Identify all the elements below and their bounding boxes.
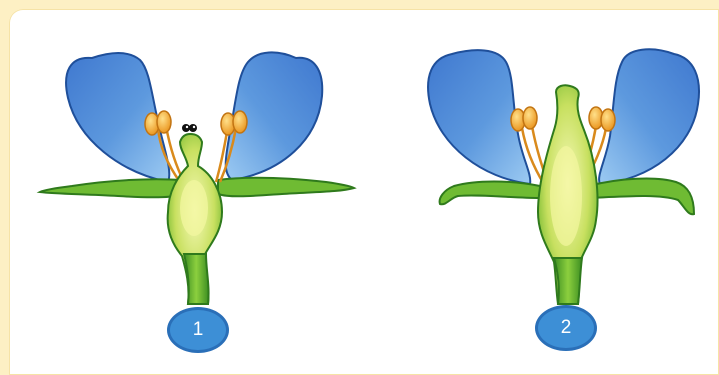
figure-2-label: 2 xyxy=(535,305,597,351)
flower-1-left-sepal xyxy=(40,179,184,197)
flower-1-anthers xyxy=(145,111,247,135)
flower-2-stem xyxy=(554,258,582,304)
flower-1-illustration xyxy=(40,52,354,304)
flower-1-pollen-grains xyxy=(182,124,197,132)
figure-1-label: 1 xyxy=(167,307,229,353)
flower-2-ovary-highlight xyxy=(550,146,582,246)
flower-2-right-sepal xyxy=(588,179,694,215)
flower-2-illustration xyxy=(428,49,699,304)
flower-1-stem xyxy=(184,254,209,304)
flower-1-ovary-highlight xyxy=(180,180,208,236)
flower-2-left-sepal xyxy=(440,182,540,205)
flower-1-right-sepal xyxy=(218,178,354,196)
